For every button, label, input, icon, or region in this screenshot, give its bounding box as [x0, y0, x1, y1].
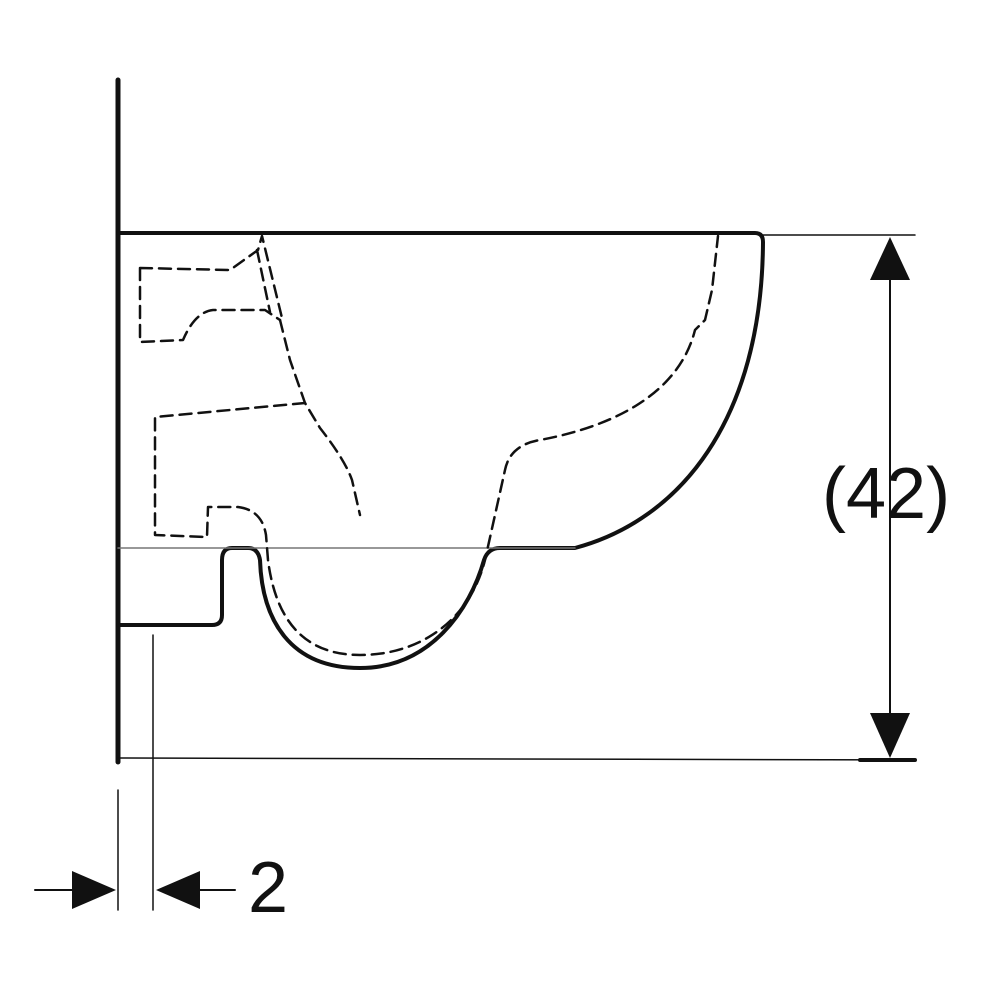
height-arrow-top	[870, 237, 910, 280]
height-dimension-label: (42)	[822, 454, 951, 534]
flush-inlet-hidden	[138, 234, 284, 344]
floor-line	[117, 757, 916, 761]
hidden-lines	[138, 234, 720, 657]
wall-gap-dimension-label: 2	[248, 848, 289, 928]
left-arrowhead	[72, 871, 116, 909]
right-arrowhead	[156, 871, 200, 909]
height-arrow-bottom	[870, 713, 910, 758]
bowl-outline	[116, 231, 765, 670]
trap-hidden	[278, 318, 362, 517]
outlet-hidden	[153, 234, 720, 657]
